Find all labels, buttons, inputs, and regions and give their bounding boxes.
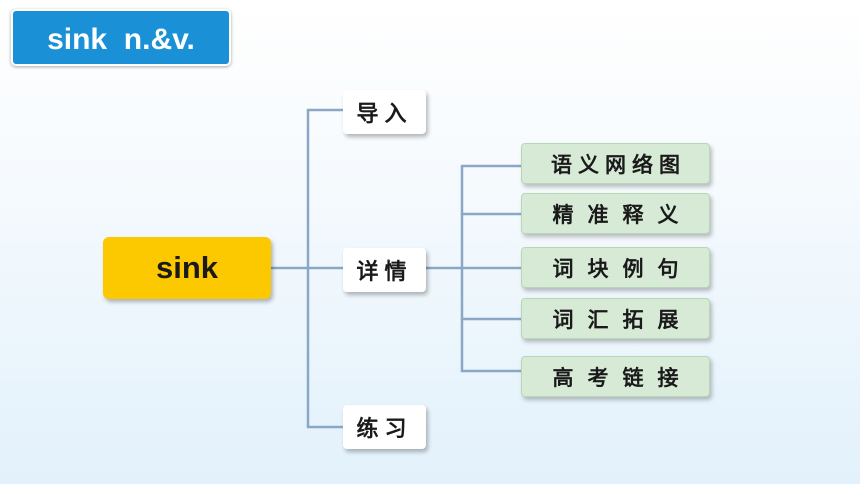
leaf-exam-links[interactable]: 高考链接	[521, 356, 710, 397]
leaf-precise-definition[interactable]: 精准释义	[521, 193, 710, 234]
leaf-phrase-examples[interactable]: 词块例句	[521, 247, 710, 288]
branch-intro[interactable]: 导入	[343, 90, 426, 134]
leaf-semantic-network[interactable]: 语义网络图	[521, 143, 710, 184]
branch-details[interactable]: 详情	[343, 248, 426, 292]
branch-practice[interactable]: 练习	[343, 405, 426, 449]
root-node-sink[interactable]: sink	[103, 237, 271, 299]
leaf-vocab-expansion[interactable]: 词汇拓展	[521, 298, 710, 339]
title-badge: sink n.&v.	[11, 9, 231, 66]
